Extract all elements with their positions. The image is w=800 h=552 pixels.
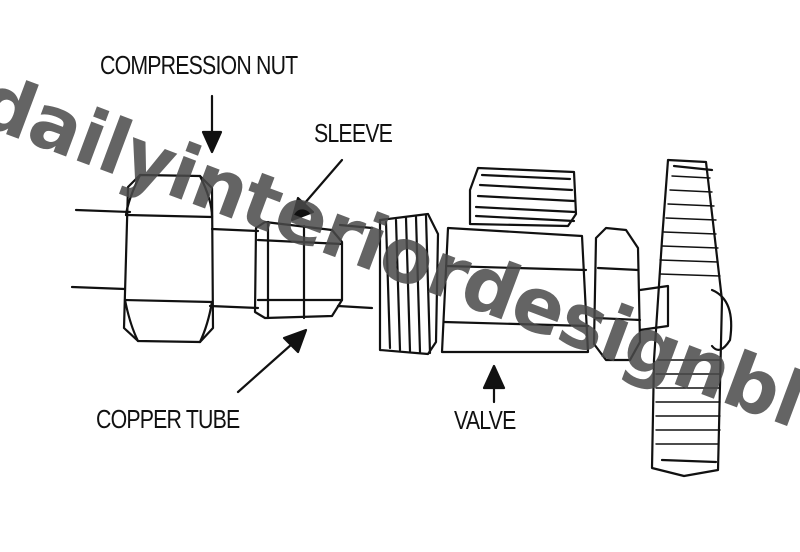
compression-fitting-diagram xyxy=(70,94,733,478)
diagram-canvas: COMPRESSION NUT SLEEVE COPPER TUBE VALVE… xyxy=(0,50,800,552)
handle-drawing xyxy=(650,158,733,478)
copper-tube-drawing xyxy=(70,208,374,310)
compression-nut-drawing xyxy=(122,173,215,344)
stem-nut-drawing xyxy=(592,226,670,362)
arrow-copper-tube xyxy=(236,328,308,394)
valve-inlet-thread-drawing xyxy=(378,212,440,356)
valve-body-drawing xyxy=(440,166,590,354)
copper-tube-label: COPPER TUBE xyxy=(96,404,240,434)
valve-label: VALVE xyxy=(454,405,516,435)
sleeve-drawing xyxy=(253,220,344,320)
arrow-valve xyxy=(482,364,506,404)
compression-nut-label: COMPRESSION NUT xyxy=(100,50,298,80)
arrow-sleeve xyxy=(290,158,344,222)
sleeve-label: SLEEVE xyxy=(314,118,393,148)
arrow-compression-nut xyxy=(201,94,223,154)
